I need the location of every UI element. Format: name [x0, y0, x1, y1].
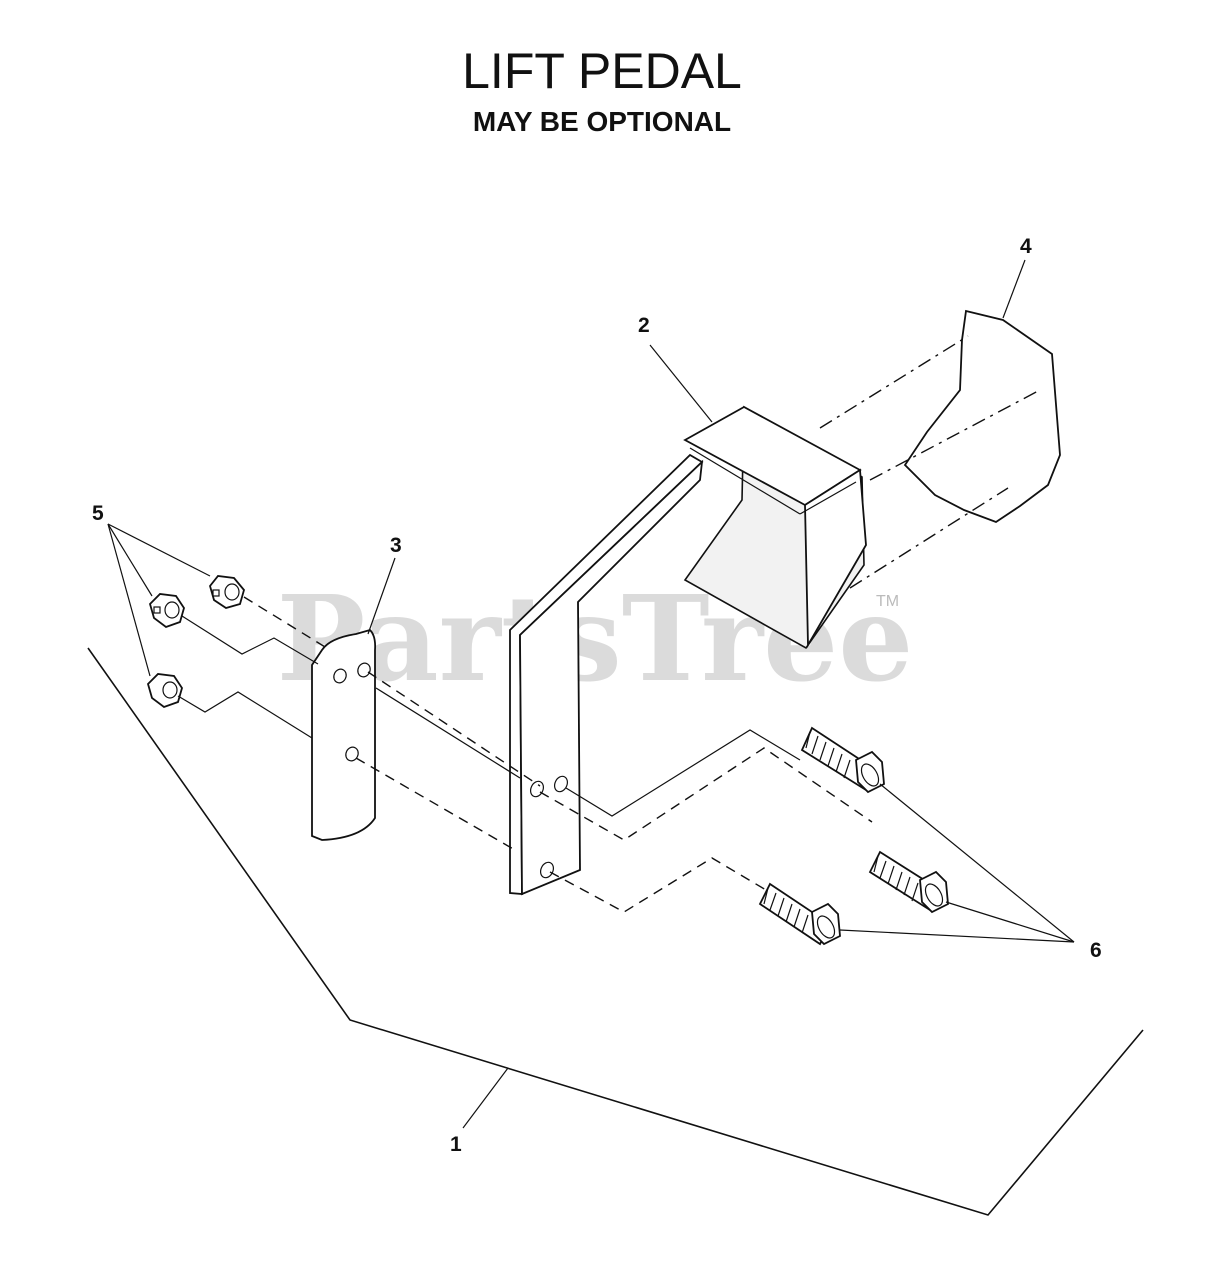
align-line-bolt-low [549, 857, 767, 913]
callout-6: 6 [1090, 939, 1102, 962]
callout-3: 3 [390, 534, 402, 557]
pedal-pad [903, 309, 1061, 524]
callout-2: 2 [638, 314, 650, 337]
align-line-bolt-top [565, 729, 801, 817]
align-line-plate-arm-3 [355, 757, 516, 851]
diagram-subtitle: MAY BE OPTIONAL [473, 106, 731, 137]
lock-nut-top [209, 575, 245, 609]
leader-1 [462, 1067, 509, 1129]
lock-nut-bottom [146, 673, 183, 709]
callout-4: 4 [1020, 235, 1032, 258]
align-line-pad-top [819, 335, 969, 429]
pedal-arm [509, 405, 867, 896]
leader-4 [1002, 259, 1026, 319]
align-line-plate-arm-1 [367, 671, 541, 787]
diagram-title: LIFT PEDAL [462, 43, 742, 99]
leader-2 [649, 344, 713, 423]
hex-bolt-middle [868, 850, 949, 914]
leader-3 [367, 557, 396, 635]
leader-5 [107, 523, 211, 677]
align-line-middle-nut [181, 615, 319, 665]
backing-plate [311, 628, 377, 841]
watermark-trademark: TM [876, 593, 899, 610]
callout-5: 5 [92, 502, 104, 525]
align-line-plate-arm-2 [375, 687, 521, 779]
leader-6 [839, 783, 1075, 943]
align-line-bottom-nut [177, 691, 313, 739]
hex-bolt-top [800, 726, 885, 794]
align-line-bolt-mid [539, 747, 873, 841]
callout-1: 1 [450, 1133, 462, 1156]
hex-bolt-bottom [758, 882, 841, 946]
align-line-pad-bottom [849, 487, 1009, 589]
align-line-pad-mid [869, 389, 1041, 481]
assembly-bracket [87, 647, 1144, 1216]
lock-nut-middle [148, 593, 185, 629]
